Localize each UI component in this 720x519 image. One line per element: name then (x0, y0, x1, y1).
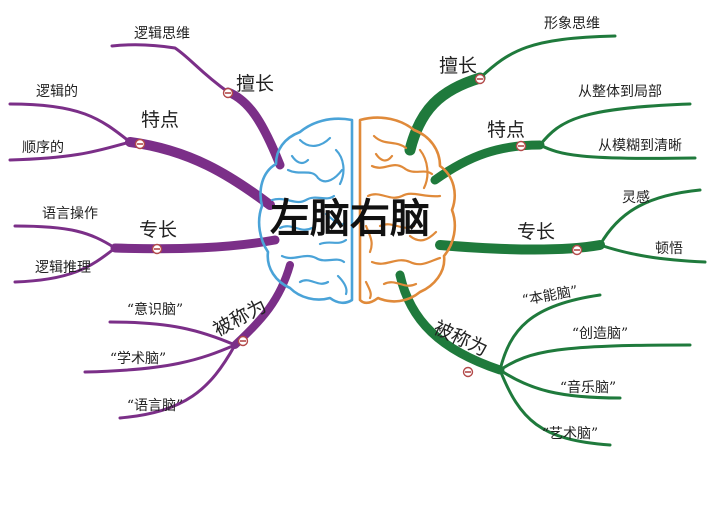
right-brain-hemisphere (358, 116, 457, 305)
right-leaf-line-feature-1 (538, 102, 692, 147)
brain-illustration (257, 116, 457, 305)
right-leaf-line-called-2 (498, 343, 692, 372)
right-leaf-line-feature-2 (538, 143, 697, 160)
left-leaf-line-skill-1 (110, 43, 230, 94)
left-leaf-feature-1: 逻辑的 (36, 84, 78, 100)
left-leaf-line-called-3 (118, 343, 237, 420)
collapse-marker-right-skill[interactable] (474, 73, 486, 85)
right-leaf-called-2: “创造脑” (572, 326, 628, 342)
right-branch-label-specialty: 专长 (517, 221, 555, 243)
right-branch-line-skill (404, 72, 486, 156)
right-leaf-line-specialty-2 (598, 243, 707, 264)
collapse-marker-right-called[interactable] (462, 366, 474, 378)
right-branch-label-feature: 特点 (487, 119, 525, 141)
left-leaf-skill-1: 逻辑思维 (134, 26, 190, 42)
left-branch-line-specialty (110, 235, 280, 254)
right-leaf-feature-1: 从整体到局部 (578, 84, 662, 100)
collapse-marker-left-called[interactable] (237, 335, 249, 347)
left-leaf-line-feature-2 (8, 140, 132, 162)
right-leaf-line-called-1 (498, 293, 602, 372)
left-brain-hemisphere (257, 117, 354, 305)
left-leaf-line-feature-1 (8, 102, 132, 144)
left-leaf-line-specialty-1 (13, 224, 117, 250)
right-leaf-feature-2: 从模糊到清晰 (598, 138, 682, 154)
left-leaf-called-3: “语言脑” (127, 398, 183, 414)
right-leaf-specialty-1: 灵感 (622, 189, 650, 206)
collapse-marker-right-feature[interactable] (515, 140, 527, 152)
central-title: 左脑右脑 (270, 196, 430, 242)
right-leaf-called-4: “艺术脑” (542, 426, 598, 442)
collapse-marker-right-specialty[interactable] (571, 244, 583, 256)
right-leaf-line-called-3 (498, 368, 622, 400)
left-branch-line-feature (125, 137, 275, 210)
right-branch-line-called (395, 270, 505, 375)
left-branch-label-skill: 擅长 (236, 73, 274, 95)
right-leaf-line-called-4 (498, 368, 612, 447)
left-branch-label-called: 被称为 (210, 295, 271, 341)
right-leaf-line-specialty-1 (598, 188, 702, 247)
right-leaf-called-1: “本能脑” (521, 283, 579, 309)
right-leaf-skill-1: 形象思维 (544, 16, 600, 32)
left-leaf-specialty-2: 逻辑推理 (35, 260, 91, 276)
right-branch-line-specialty (435, 240, 605, 255)
left-branch-label-feature: 特点 (141, 109, 179, 131)
left-leaf-specialty-1: 语言操作 (42, 206, 98, 222)
right-leaf-called-3: “音乐脑” (560, 379, 616, 396)
right-collapse-markers (462, 73, 583, 378)
collapse-marker-left-skill[interactable] (222, 87, 234, 99)
collapse-marker-left-specialty[interactable] (151, 243, 163, 255)
left-collapse-markers (134, 87, 249, 347)
right-branch-line-feature (430, 140, 545, 185)
left-leaf-called-1: “意识脑” (127, 301, 183, 318)
left-leaf-line-called-1 (108, 320, 237, 347)
left-leaf-line-called-2 (83, 343, 237, 374)
left-leaf-line-specialty-2 (13, 246, 117, 284)
left-leaf-called-2: “学术脑” (110, 351, 166, 367)
right-leaf-specialty-2: 顿悟 (655, 241, 683, 257)
left-branch-line-skill (223, 87, 285, 170)
collapse-marker-left-feature[interactable] (134, 138, 146, 150)
right-branches (395, 34, 707, 447)
left-branch-label-specialty: 专长 (139, 219, 177, 241)
right-branch-label-skill: 擅长 (439, 55, 477, 77)
left-leaf-feature-2: 顺序的 (22, 140, 64, 156)
right-leaf-line-skill-1 (478, 34, 617, 80)
